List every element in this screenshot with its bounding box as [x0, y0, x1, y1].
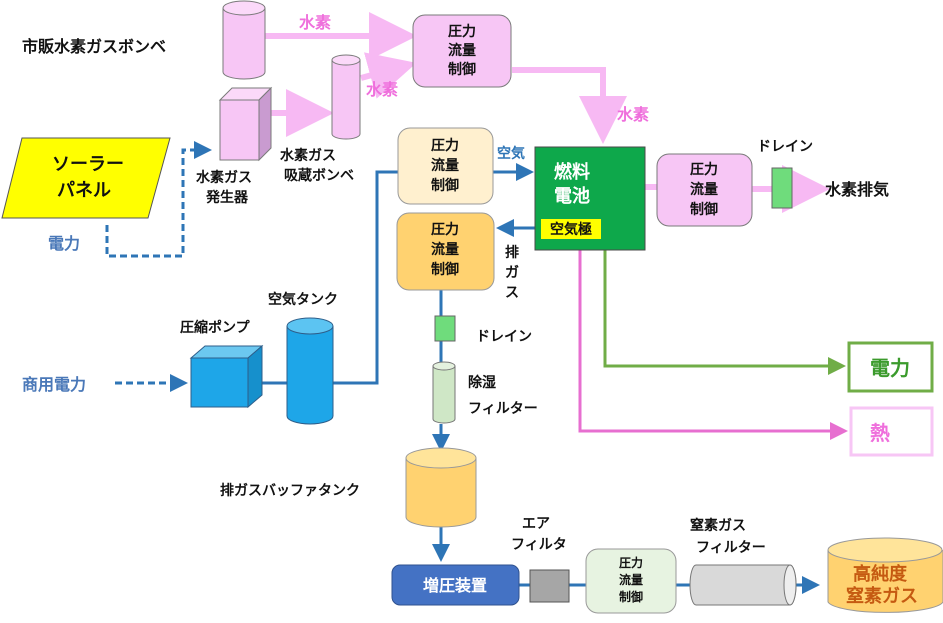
hydrogen-label-3: 水素	[617, 105, 649, 124]
solar-panel-line-1: ソーラー	[52, 154, 124, 175]
pressure-control-bottom-line-3: 制御	[619, 589, 643, 604]
h2-generator-label-2: 発生器	[205, 189, 249, 206]
air-tank-icon	[286, 317, 334, 425]
nitrogen-filter-icon	[689, 564, 797, 606]
pressure-control-air-line-2: 流量	[431, 157, 459, 174]
commercial-h2-cylinder-label: 市販水素ガスボンベ	[22, 37, 166, 56]
compressor-pump-icon	[189, 344, 264, 409]
pressure-control-exhaust-line-3: 制御	[431, 261, 459, 278]
solar-panel: ソーラー パネル	[1, 137, 171, 219]
nitrogen-filter-label-2: フィルター	[696, 540, 766, 556]
pressure-control-bottom: 圧力 流量 制御	[585, 548, 677, 614]
pressure-control-bottom-line-2: 流量	[619, 572, 643, 587]
dehumidifier-label-1: 除湿	[468, 374, 496, 391]
air-tank-label: 空気タンク	[268, 291, 338, 308]
pressure-control-h2-out-line-2: 流量	[690, 181, 718, 198]
nitrogen-filter-label-1: 窒素ガス	[690, 517, 746, 534]
hydrogen-label-2: 水素	[366, 80, 398, 99]
high-purity-n2-label-2: 窒素ガス	[846, 585, 918, 607]
exhaust-buffer-tank-icon	[405, 447, 477, 528]
h2-generator-icon	[218, 86, 273, 162]
drain-top-label: ドレイン	[757, 139, 813, 155]
exhaust-gas-label-2: ガ	[505, 265, 519, 281]
power-output-label: 電力	[870, 356, 910, 380]
blue-flow-lines	[105, 141, 820, 594]
drain-mid-label: ドレイン	[476, 329, 532, 345]
h2-exhaust-label: 水素排気	[825, 180, 889, 199]
exhaust-gas-label-3: ス	[505, 285, 519, 301]
heat-output-label: 熱	[870, 421, 890, 445]
h2-storage-label-2: 吸蔵ボンベ	[284, 167, 354, 184]
pressure-control-exhaust-line-1: 圧力	[431, 221, 459, 238]
dehumidifier-filter-icon	[432, 361, 456, 424]
exhaust-gas-label-1: 排	[505, 244, 519, 261]
pressure-control-top-line-2: 流量	[448, 42, 476, 59]
air-electrode-label: 空気極	[550, 221, 592, 238]
air-filter-label-2: フィルタ	[511, 537, 567, 553]
pressure-control-top: 圧力 流量 制御	[412, 14, 512, 88]
heat-output-line	[578, 250, 848, 440]
high-purity-n2-tank-icon: 高純度 窒素ガス	[827, 537, 943, 613]
fuel-cell-line-1: 燃料	[554, 161, 590, 183]
air-label: 空気	[497, 145, 525, 162]
air-filter-label-1: エア	[522, 516, 550, 532]
solar-power-label: 電力	[48, 234, 80, 253]
fuel-cell-line-2: 電池	[554, 185, 590, 207]
pressure-control-h2-out: 圧力 流量 制御	[656, 153, 753, 227]
pressure-control-top-line-3: 制御	[448, 61, 476, 78]
hydrogen-flow-lines	[265, 12, 830, 213]
dehumidifier-label-2: フィルター	[468, 401, 538, 417]
power-output-box: 電力	[847, 341, 934, 393]
solar-panel-line-2: パネル	[57, 180, 111, 201]
compressor-pump-label: 圧縮ポンプ	[180, 319, 251, 336]
pressure-control-h2-out-line-3: 制御	[690, 201, 718, 218]
pressure-control-air: 圧力 流量 制御	[397, 127, 494, 205]
heat-output-box: 熱	[849, 406, 934, 457]
booster: 増圧装置	[391, 564, 520, 606]
drain-top-icon	[771, 167, 793, 209]
booster-label: 増圧装置	[423, 576, 487, 595]
pressure-control-bottom-line-1: 圧力	[619, 555, 643, 570]
pressure-control-top-line-1: 圧力	[448, 23, 476, 40]
pressure-control-h2-out-line-1: 圧力	[690, 161, 718, 178]
exhaust-buffer-tank-label: 排ガスバッファタンク	[220, 482, 360, 499]
high-purity-n2-label-1: 高純度	[853, 563, 908, 585]
h2-storage-label-1: 水素ガス	[280, 147, 336, 164]
drain-mid-icon	[434, 315, 456, 342]
h2-generator-label-1: 水素ガス	[196, 169, 252, 186]
h2-storage-cylinder-icon	[331, 54, 361, 140]
commercial-h2-cylinder-icon	[222, 0, 266, 80]
pressure-control-exhaust-line-2: 流量	[431, 241, 459, 258]
air-filter-icon	[529, 569, 570, 603]
hydrogen-label-1: 水素	[299, 13, 331, 32]
commercial-power-label: 商用電力	[22, 375, 86, 394]
pressure-control-exhaust: 圧力 流量 制御	[396, 212, 495, 291]
pressure-control-air-line-1: 圧力	[431, 137, 459, 154]
pressure-control-air-line-3: 制御	[431, 177, 459, 194]
power-output-line	[603, 250, 846, 375]
fuel-cell: 燃料 電池 空気極	[534, 146, 646, 251]
